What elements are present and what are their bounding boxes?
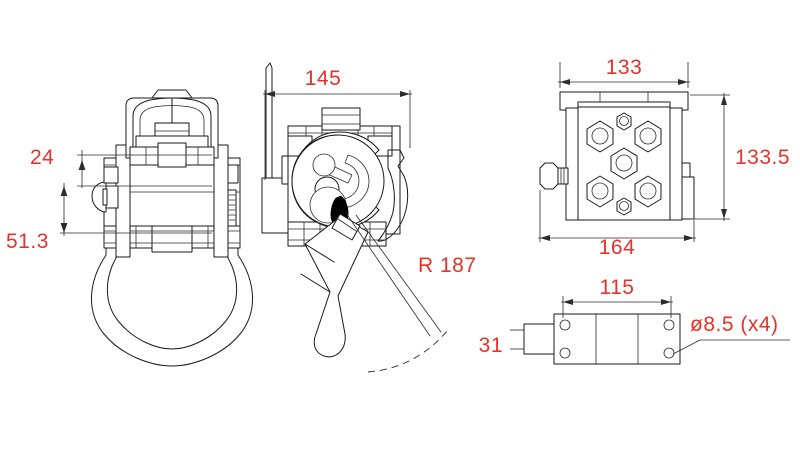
top-view-side-bolt-head [539,162,559,190]
side-top-hex-edges [321,114,361,125]
right-knurl-teeth [228,194,236,221]
hex-nut-bottom-left-bore [591,182,609,200]
dim-133-5-arrow-top [721,95,727,105]
right-upper-lug [227,164,239,184]
top-view-right-lug-upper [681,162,691,178]
side-top-hex-nut [321,107,361,131]
top-view: 133 133.5 164 [538,56,790,259]
dim-hole-leader-line [672,339,790,355]
dim-r187-label: R 187 [418,254,477,277]
bottom-view-plate [553,313,681,365]
lever-arm-outer [304,215,369,358]
dim-164-group: 164 [538,190,696,259]
hex-nut-small-top-bore [619,116,629,126]
right-side-plate [213,144,229,258]
dim-115-label: 115 [600,276,635,299]
dim-24-arrow [78,160,86,170]
dim-133-5-arrow-bottom [721,209,727,219]
bottom-center-nut-edges [151,230,193,244]
bottom-view-plate-splits [595,313,639,365]
hex-nut-center-bore [615,154,633,172]
lever-radius-line-a [345,212,431,337]
dim-hole-group: ø8.5 (x4) [672,313,790,355]
lever-head-line [337,218,357,232]
dim-145-arrow-left [265,91,275,97]
mounting-hole-top-left [559,319,571,331]
hex-nut-top-left-bore [591,127,609,145]
dim-133-label: 133 [606,56,643,79]
dim-24-group: 24 [30,146,212,188]
left-upper-tab [103,166,119,184]
dim-31-label: 31 [479,334,503,357]
top-view-hex-nut-group [586,112,662,216]
dim-115-group: 115 [561,276,673,318]
cam-claw-bracket [377,149,409,242]
dim-133-group: 133 [558,56,690,88]
dim-hole-label: ø8.5 (x4) [690,313,779,336]
hook-outer-profile [91,254,253,367]
dim-51-3-arrow-top [60,186,68,196]
dim-145-arrow-right [400,91,410,97]
dim-164-label: 164 [599,236,636,259]
bottom-view: 115 31 ø8.5 (x4) [479,276,790,365]
dim-24-label: 24 [30,146,54,169]
left-pivot-shaft [105,185,119,209]
dim-145-group: 145 [263,67,412,180]
hex-nut-bottom-right-bore [639,182,657,200]
hook-inner-profile [106,252,238,350]
dim-51-3-arrow-bottom [60,223,68,233]
hex-nut-small-bottom-bore [619,201,629,211]
dim-51-3-group: 51.3 [6,183,212,253]
top-view-side-bolt-shank [557,167,569,185]
r187-swing-arc [367,329,449,373]
bottom-center-nut [151,221,193,253]
cam-upper-boss [312,153,336,177]
dim-115-arrow-left [563,299,573,305]
dim-51-3-label: 51.3 [6,230,49,253]
hex-nut-top-right-bore [639,127,657,145]
dim-133-arrow-right [678,79,688,85]
lever-head-block [331,213,361,241]
top-view-side-bolt-thread [560,167,565,185]
dim-133-5-label: 133.5 [735,146,790,169]
lever-radius-line-b [355,214,442,333]
dim-145-label: 145 [305,67,342,90]
front-view: 24 51.3 [6,89,253,367]
mounting-hole-bottom-left [559,347,571,359]
top-view-right-lug-lower [681,176,695,220]
right-knurl-lug [227,189,237,227]
mounting-hole-bottom-right [663,347,675,359]
bottom-view-left-stub [523,323,555,355]
dim-164-arrow-right [684,235,694,241]
side-view: R 187 145 [261,62,477,373]
top-crown-cap [151,89,193,99]
dim-133-5-group: 133.5 [690,93,790,221]
dim-164-arrow-left [540,235,550,241]
dim-115-arrow-right [661,299,671,305]
left-pivot-collar [102,188,108,206]
dim-133-arrow-left [560,79,570,85]
lever-joint-1 [304,243,335,263]
lever-joint-2 [300,273,331,293]
dim-31-group: 31 [479,329,524,357]
mounting-hole-top-right [663,319,675,331]
